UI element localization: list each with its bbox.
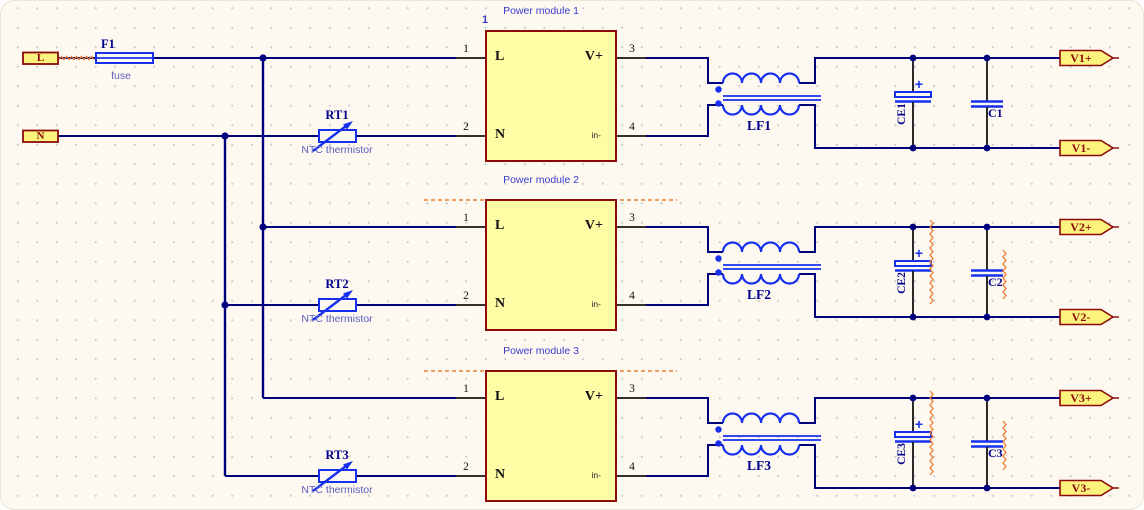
module3-pin-number-4: 4: [629, 461, 635, 473]
module2-pin-inminus: in-: [591, 299, 601, 309]
module2-pin-number-4: 4: [629, 290, 635, 302]
ce1-polarity: +: [914, 76, 924, 92]
module2-pin-vplus: V+: [584, 218, 603, 233]
port-v2plus-label[interactable]: V2+: [1070, 220, 1092, 234]
power-module-row-1[interactable]: [454, 29, 1121, 163]
row2-cap-markers: [929, 219, 1007, 305]
module1-pin-vplus: V+: [584, 49, 603, 64]
module3-pin-vplus: V+: [584, 389, 603, 404]
rt2-designator[interactable]: RT2: [325, 277, 349, 291]
module3-pin-l: L: [495, 389, 505, 404]
ce3-polarity: +: [914, 416, 924, 432]
module1-pin-l: L: [495, 49, 505, 64]
module1-pin-number-1: 1: [463, 43, 469, 55]
module3-pin-number-2: 2: [463, 461, 469, 473]
module3-pin-number-3: 3: [629, 383, 635, 395]
wire-junction: [221, 132, 229, 140]
lf3-designator[interactable]: LF3: [746, 458, 771, 473]
power-module-row-3[interactable]: [454, 369, 1121, 503]
module2-pin-number-1: 1: [463, 212, 469, 224]
module2-pin-n: N: [495, 296, 506, 311]
fuse-symbol[interactable]: [95, 52, 154, 64]
port-v1plus-label[interactable]: V1+: [1070, 51, 1092, 65]
fuse-designator[interactable]: F1: [101, 37, 115, 51]
module1-pin-number-2: 2: [463, 121, 469, 133]
module2-pin-number-2: 2: [463, 290, 469, 302]
wire-junction: [259, 223, 267, 231]
rt3-designator[interactable]: RT3: [325, 448, 349, 462]
input-port-l-label[interactable]: L: [36, 51, 45, 64]
wire-junction: [259, 54, 267, 62]
input-port-n-label[interactable]: N: [36, 129, 45, 142]
ce1-designator[interactable]: CE1: [896, 103, 909, 125]
row3-cap-markers: [929, 390, 1007, 476]
ce2-polarity: +: [914, 245, 924, 261]
fuse-type-label[interactable]: fuse: [111, 70, 131, 82]
module2-pin-l: L: [495, 218, 505, 233]
lf1-designator[interactable]: LF1: [746, 118, 771, 133]
c2-designator[interactable]: C2: [988, 275, 1003, 289]
module3-pin-number-1: 1: [463, 383, 469, 395]
c3-designator[interactable]: C3: [988, 446, 1003, 460]
module3-pin-inminus: in-: [591, 470, 601, 480]
rt3-type-label[interactable]: NTC thermistor: [301, 484, 373, 496]
fuse-body[interactable]: [95, 52, 154, 64]
module2-title[interactable]: Power module 2: [503, 174, 579, 186]
module1-pin-number-3: 3: [629, 43, 635, 55]
input-port-n-box[interactable]: [22, 129, 59, 143]
ce2-designator[interactable]: CE2: [896, 272, 909, 294]
port-v1minus-label[interactable]: V1-: [1071, 141, 1091, 155]
port-v3minus-label[interactable]: V3-: [1071, 481, 1091, 495]
port-v2minus-label[interactable]: V2-: [1071, 310, 1091, 324]
module1-pin-number-4: 4: [629, 121, 635, 133]
c1-designator[interactable]: C1: [988, 106, 1003, 120]
rt2-type-label[interactable]: NTC thermistor: [301, 313, 373, 325]
lf2-designator[interactable]: LF2: [746, 287, 771, 302]
rt1-designator[interactable]: RT1: [325, 108, 349, 122]
wire-junction: [221, 301, 229, 309]
modified-marker: [58, 55, 95, 61]
module1-title[interactable]: Power module 1: [503, 5, 579, 17]
module1-pin-n: N: [495, 127, 506, 142]
module1-designator[interactable]: 1: [482, 14, 489, 26]
module2-pin-number-3: 3: [629, 212, 635, 224]
module3-pin-n: N: [495, 467, 506, 482]
port-v3plus-label[interactable]: V3+: [1070, 391, 1092, 405]
input-port-l-box[interactable]: [22, 51, 59, 65]
module3-title[interactable]: Power module 3: [503, 345, 579, 357]
rt1-type-label[interactable]: NTC thermistor: [301, 144, 373, 156]
ce3-designator[interactable]: CE3: [896, 443, 909, 465]
power-module-row-2[interactable]: [454, 198, 1121, 332]
module1-pin-inminus: in-: [591, 130, 601, 140]
